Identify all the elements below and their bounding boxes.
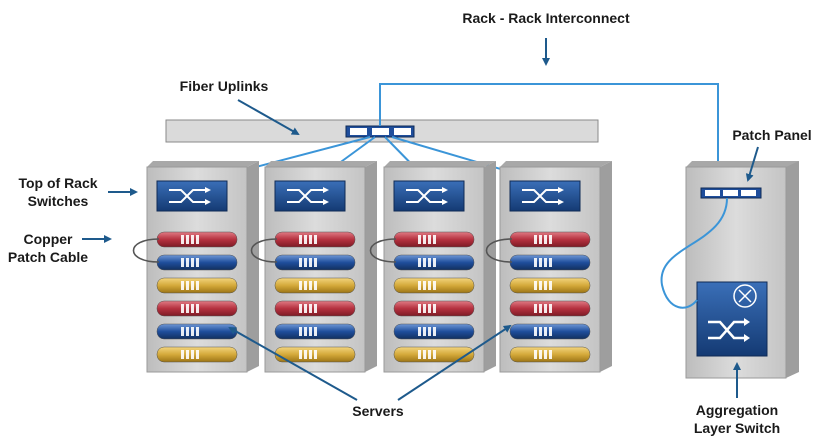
server-unit	[393, 323, 475, 340]
server-rack	[132, 161, 259, 373]
server-unit	[274, 254, 356, 271]
servers-label: Servers	[352, 403, 404, 419]
server-unit	[274, 300, 356, 317]
server-racks	[132, 161, 612, 373]
copper-patch-cable	[132, 238, 160, 263]
server-unit	[274, 231, 356, 248]
tor-label-line2: Switches	[28, 193, 89, 209]
server-unit	[156, 254, 238, 271]
server-unit	[274, 277, 356, 294]
tor-switch-icon	[393, 180, 465, 212]
server-unit	[509, 323, 591, 340]
patch-panel-label: Patch Panel	[732, 127, 811, 143]
server-unit	[274, 346, 356, 363]
tor-switch-icon	[274, 180, 346, 212]
server-unit	[509, 346, 591, 363]
server-rack	[250, 161, 377, 373]
server-unit	[509, 277, 591, 294]
server-unit	[156, 346, 238, 363]
server-unit	[509, 231, 591, 248]
tor-switch-icon	[156, 180, 228, 212]
uplink-patch-panel	[345, 125, 415, 138]
tor-label-line1: Top of Rack	[18, 175, 97, 191]
rack-interconnect-label: Rack - Rack Interconnect	[462, 10, 630, 26]
server-unit	[509, 254, 591, 271]
server-unit	[393, 300, 475, 317]
server-unit	[156, 300, 238, 317]
server-rack	[485, 161, 612, 373]
server-unit	[393, 346, 475, 363]
copper-patch-cable	[485, 238, 513, 263]
copper-label-line1: Copper	[24, 231, 74, 247]
aggregation-switch-icon	[696, 281, 768, 357]
server-unit	[509, 300, 591, 317]
server-rack	[369, 161, 496, 373]
server-unit	[393, 277, 475, 294]
annotation-arrows	[82, 38, 759, 401]
patch-panel	[700, 187, 762, 199]
aggregation-label-line2: Layer Switch	[694, 420, 780, 436]
fiber-uplinks-label: Fiber Uplinks	[180, 78, 269, 94]
server-unit	[156, 231, 238, 248]
copper-patch-cable	[250, 238, 278, 263]
copper-patch-cable	[369, 238, 397, 263]
server-unit	[393, 231, 475, 248]
rack-interconnect-line	[379, 83, 719, 192]
aggregation-rack	[660, 161, 799, 379]
server-unit	[156, 277, 238, 294]
server-unit	[156, 323, 238, 340]
aggregation-cable	[660, 197, 728, 309]
server-unit	[393, 254, 475, 271]
tor-switch-icon	[509, 180, 581, 212]
copper-label-line2: Patch Cable	[8, 249, 88, 265]
aggregation-label-line1: Aggregation	[696, 402, 778, 418]
server-unit	[274, 323, 356, 340]
